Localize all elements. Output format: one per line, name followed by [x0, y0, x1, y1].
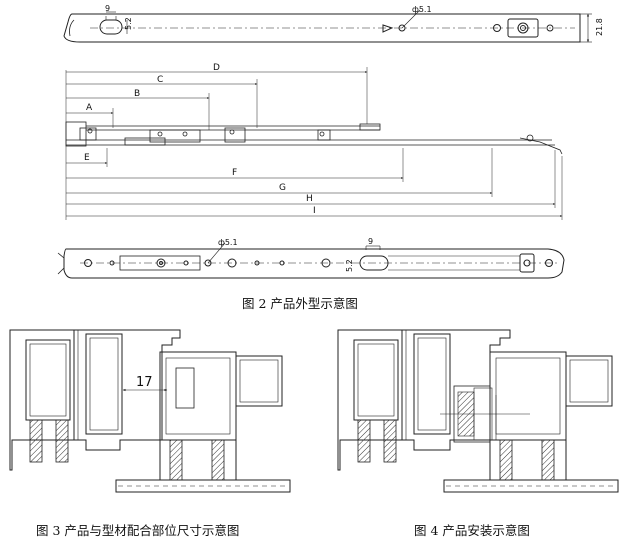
dim-label-d: D [213, 63, 220, 73]
fig2-bottom-view [57, 242, 565, 279]
dim-label-c: C [157, 75, 163, 85]
figure-3-caption: 图 3 产品与型材配合部位尺寸示意图 [36, 523, 240, 538]
top-dim-9: 9 [105, 4, 110, 13]
dim-label-b: B [134, 89, 140, 99]
fig4-thermal-breaks [357, 419, 555, 481]
fig3-dim-17: 17 [136, 375, 153, 390]
fig3-thermal-breaks [29, 419, 225, 481]
dim-label-e: E [84, 153, 90, 163]
dim-label-h: H [306, 194, 313, 204]
top-dim-5-2: 5.2 [124, 17, 133, 30]
fig2-top-view [63, 9, 592, 43]
top-dim-21-8: 21.8 [595, 18, 604, 36]
fig3-profile-section [9, 329, 291, 493]
dim-label-f: F [232, 168, 237, 178]
figure-4-caption: 图 4 产品安装示意图 [414, 523, 530, 538]
dim-label-i: I [313, 206, 316, 216]
bottom-dim-5-2: 5.2 [345, 259, 354, 272]
dim-label-a: A [86, 103, 93, 113]
bottom-dim-9: 9 [368, 237, 373, 246]
fig2-side-view [65, 70, 563, 220]
fig4-install-section [337, 329, 619, 493]
fig2-side-dims [66, 67, 563, 220]
dim-label-g: G [279, 183, 286, 193]
bottom-dim-phi: ф5.1 [218, 238, 238, 247]
figure-2-caption: 图 2 产品外型示意图 [242, 296, 358, 311]
top-dim-phi: ф5.1 [412, 5, 432, 14]
